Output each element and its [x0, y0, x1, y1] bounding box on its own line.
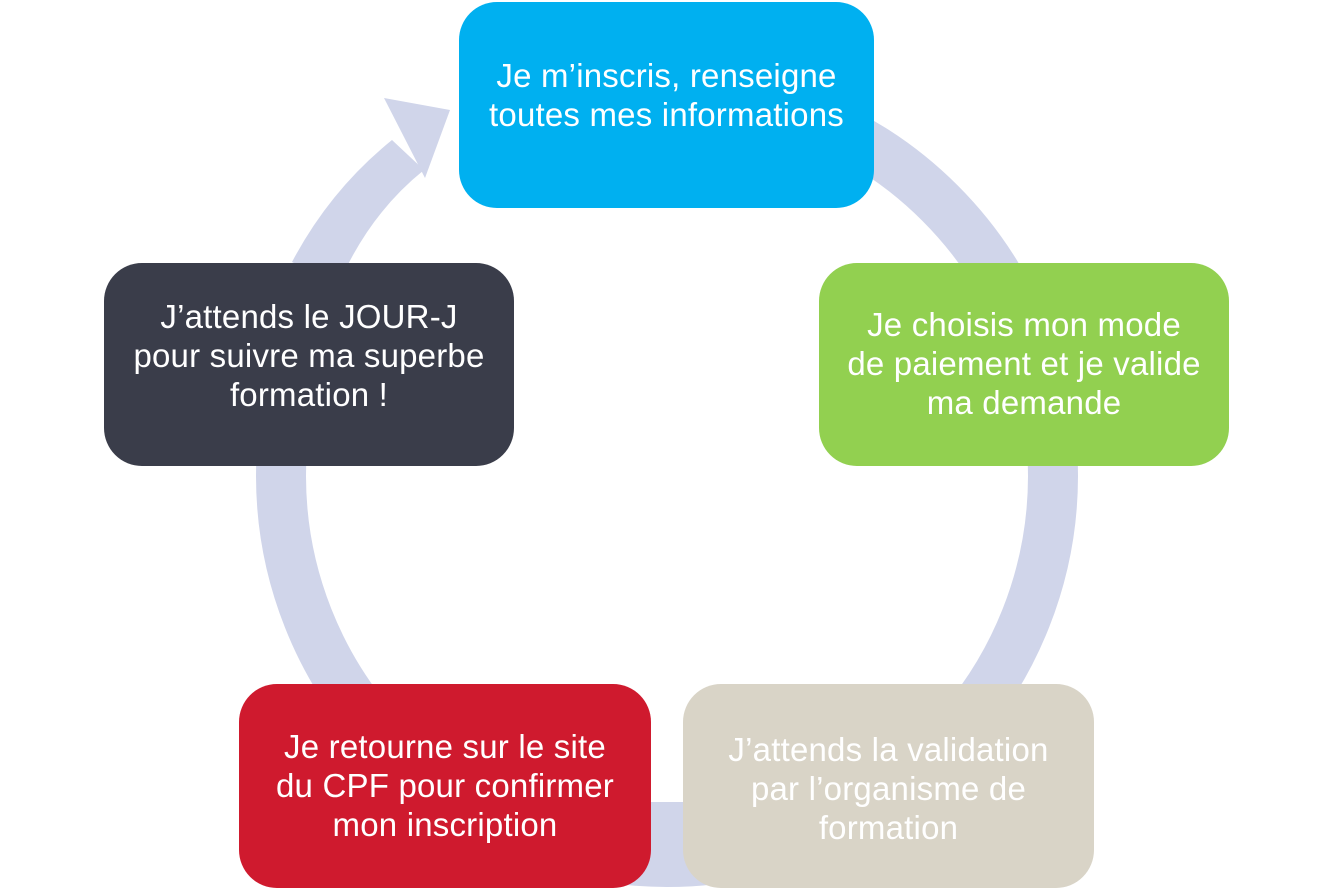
- step-paiement: Je choisis mon mode de paiement et je va…: [819, 263, 1229, 466]
- step-paiement-text: Je choisis mon mode de paiement et je va…: [847, 306, 1201, 421]
- step-confirmation-text: Je retourne sur le site du CPF pour conf…: [276, 727, 614, 843]
- step-jour-j: J’attends le JOUR-J pour suivre ma super…: [104, 263, 514, 466]
- cycle-ring-connector: [648, 802, 686, 852]
- cycle-arrow-head-icon: [384, 98, 450, 178]
- step-validation: J’attends la validation par l’organisme …: [683, 684, 1094, 888]
- cycle-ring-arrow-shaft: [292, 140, 424, 286]
- step-inscription: Je m’inscris, renseigne toutes mes infor…: [459, 2, 874, 208]
- step-validation-text: J’attends la validation par l’organisme …: [728, 730, 1049, 846]
- step-jour-j-text: J’attends le JOUR-J pour suivre ma super…: [133, 298, 485, 413]
- step-inscription-text: Je m’inscris, renseigne toutes mes infor…: [489, 57, 844, 133]
- step-confirmation: Je retourne sur le site du CPF pour conf…: [239, 684, 651, 888]
